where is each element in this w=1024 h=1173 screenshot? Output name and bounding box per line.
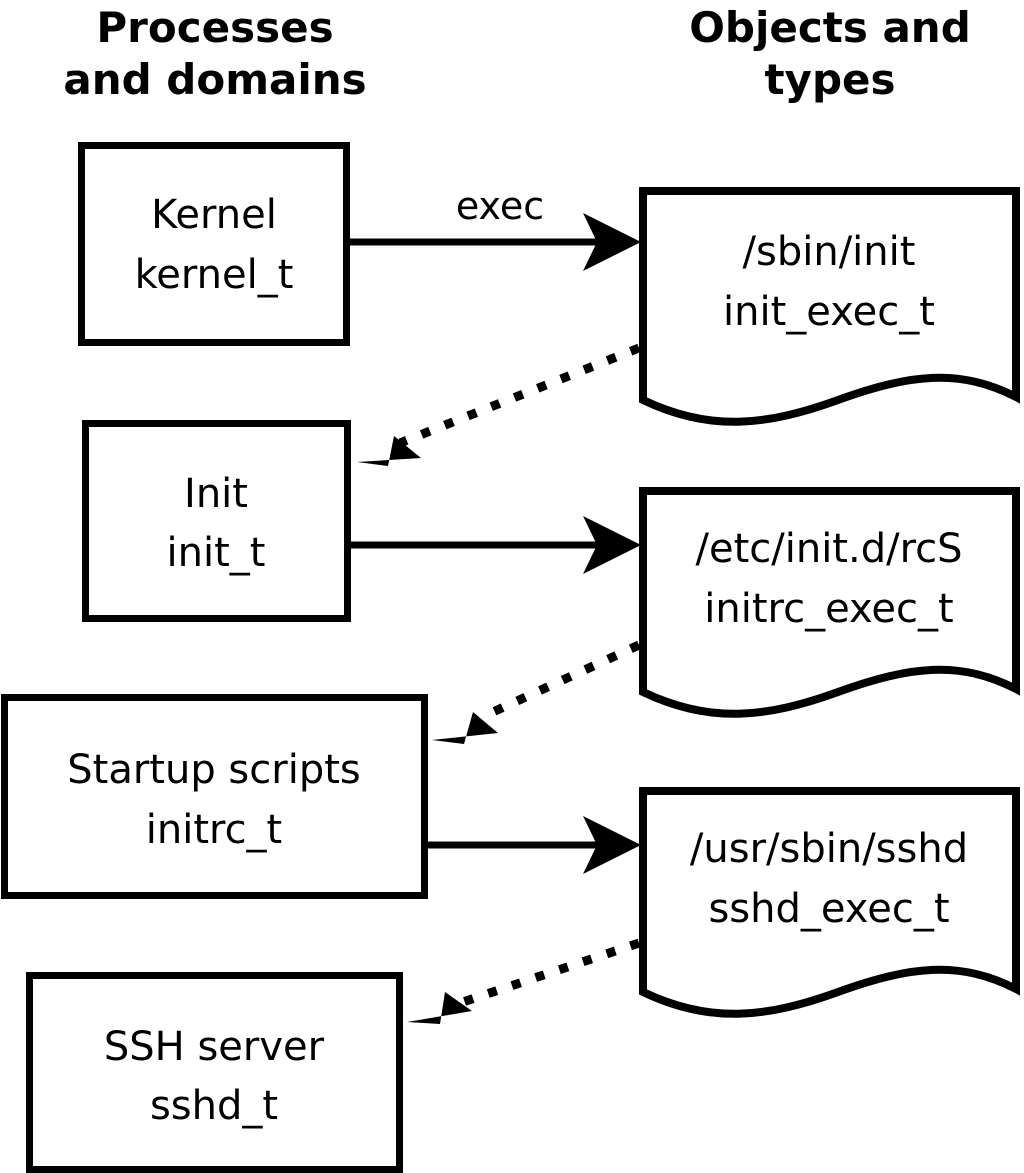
node-label-line2: initrc_t: [146, 807, 283, 853]
document-shape: [639, 487, 1020, 718]
node-label-line1: /usr/sbin/sshd: [690, 826, 968, 872]
object-node-initrc_exec[interactable]: /etc/init.d/rcS initrc_exec_t: [639, 487, 1020, 718]
object-node-sshd_exec[interactable]: /usr/sbin/sshd sshd_exec_t: [639, 787, 1020, 1018]
edge-kernel-exec-init_exec: exec: [350, 184, 641, 271]
node-box: [1, 694, 428, 899]
node-label-line2: initrc_exec_t: [704, 586, 953, 632]
node-label-line1: /etc/init.d/rcS: [695, 526, 962, 572]
node-label-line2: init_exec_t: [723, 289, 935, 335]
arrowhead-right-icon: [583, 816, 641, 874]
document-shape: [639, 187, 1020, 426]
node-label-line1: SSH server: [104, 1024, 325, 1070]
edge-sshd_exec-transition-sshd: [407, 938, 641, 1024]
document-shape: [639, 787, 1020, 1018]
node-label-line1: Init: [184, 471, 248, 517]
node-label-line2: init_t: [167, 530, 266, 576]
node-box: [82, 420, 351, 622]
object-node-init_exec[interactable]: /sbin/init init_exec_t: [639, 187, 1020, 426]
node-label-line1: Kernel: [151, 192, 277, 238]
process-node-kernel[interactable]: Kernel kernel_t: [78, 142, 350, 346]
column-header-objects-line2: types: [764, 55, 895, 104]
edge-line: [398, 343, 641, 448]
process-node-init[interactable]: Init init_t: [82, 420, 351, 622]
edge-line: [458, 938, 641, 1008]
edge-line: [478, 640, 641, 723]
node-box: [26, 972, 403, 1173]
process-node-sshd[interactable]: SSH server sshd_t: [26, 972, 403, 1173]
node-label-line2: sshd_t: [150, 1083, 278, 1129]
arrowhead-left-icon: [407, 992, 472, 1024]
arrowhead-left-icon: [432, 712, 498, 744]
edge-init_exec-transition-init: [357, 343, 641, 466]
edge-initrc_exec-transition-initrc: [432, 640, 641, 744]
node-box: [78, 142, 350, 346]
node-label-line1: /sbin/init: [743, 229, 916, 275]
column-header-processes-line2: and domains: [63, 55, 366, 104]
node-label-line1: Startup scripts: [67, 747, 360, 793]
process-node-initrc[interactable]: Startup scripts initrc_t: [1, 694, 428, 899]
column-header-processes: Processes and domains: [63, 3, 366, 104]
arrowhead-left-icon: [357, 436, 421, 466]
edge-init-exec-initrc_exec: [350, 516, 641, 574]
node-label-line2: sshd_exec_t: [708, 886, 949, 932]
column-header-objects-line1: Objects and: [689, 3, 971, 52]
column-header-processes-line1: Processes: [96, 3, 333, 52]
edge-initrc-exec-sshd_exec: [428, 816, 641, 874]
arrowhead-right-icon: [583, 516, 641, 574]
column-header-objects: Objects and types: [689, 3, 971, 104]
arrowhead-right-icon: [583, 213, 641, 271]
node-label-line2: kernel_t: [135, 252, 294, 298]
edge-label-exec: exec: [456, 184, 544, 228]
